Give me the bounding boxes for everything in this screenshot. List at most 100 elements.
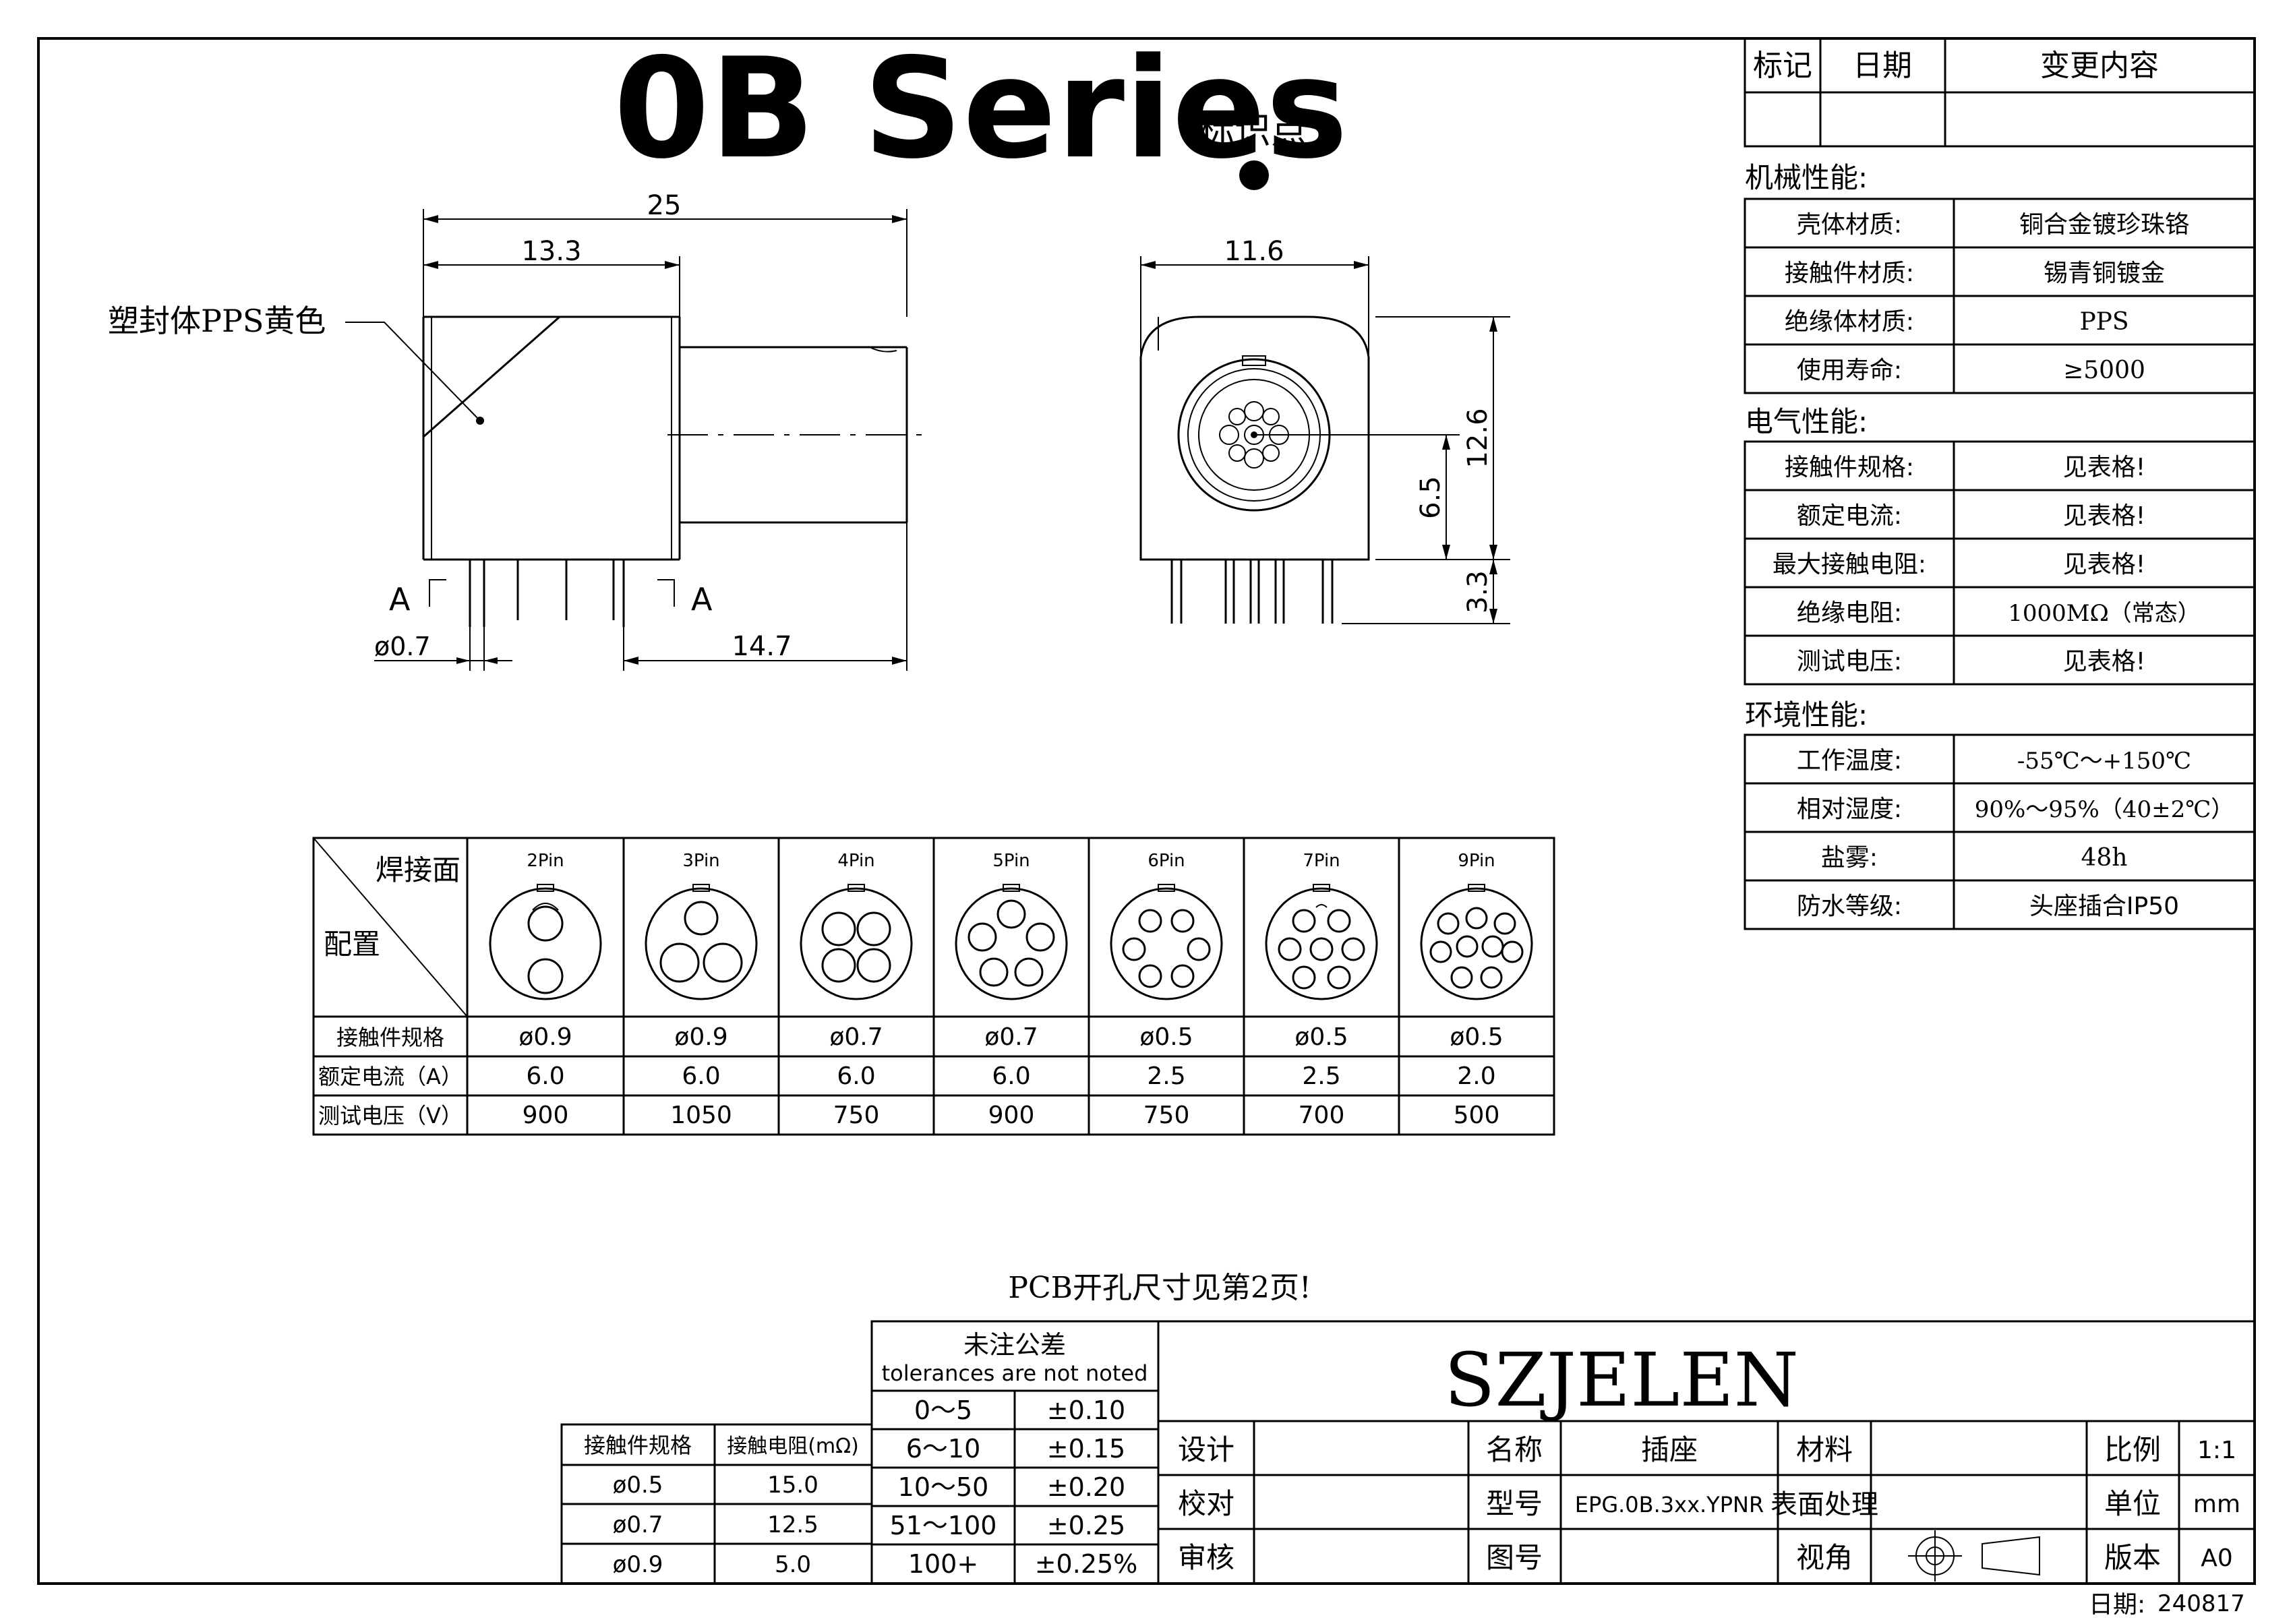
resistance-table: 接触件规格 接触电阻(mΩ) ø0.5 15.0 ø0.7 12.5 ø0.9 … [560, 1423, 873, 1585]
pin-row-label: 额定电流（A） [318, 1064, 463, 1089]
pin-cell: 2.5 [1147, 1062, 1185, 1090]
pin-cell: ø0.7 [984, 1023, 1038, 1051]
spec-value: 90%～95%（40±2℃） [1975, 796, 2234, 823]
front-view: 11.6 12.6 [1139, 236, 1510, 624]
pin-layout-5pin [955, 884, 1068, 1000]
tolerance-range: 51～100 [890, 1511, 997, 1540]
tolerance-value: ±0.25% [1035, 1549, 1138, 1579]
spec-value: -55℃～+150℃ [2017, 748, 2191, 775]
sheet-border [37, 37, 2256, 1585]
tolerance-value: ±0.10 [1047, 1395, 1125, 1425]
spec-value: ≥5000 [2063, 357, 2145, 384]
pin-cell: 6.0 [682, 1062, 720, 1090]
pcb-note: PCB开孔尺寸见第2页! [1008, 1271, 1311, 1305]
pin-count-header: 7Pin [1303, 851, 1340, 871]
view-label: 视角 [1796, 1541, 1853, 1574]
dim-pin-dia: ø0.7 [374, 632, 431, 661]
pin-layout-6pin [1110, 884, 1223, 1000]
spec-label: 最大接触电阻: [1773, 551, 1926, 578]
spec-value: 1000MΩ（常态） [2008, 600, 2201, 627]
company-name: SZJELEN [1444, 1337, 1799, 1423]
pin-cell: 6.0 [526, 1062, 564, 1090]
dim-front: 13.3 [521, 236, 581, 267]
spec-value: PPS [2079, 308, 2128, 336]
title-block: SZJELEN 设计 校对 审核 名称 插座 型号 EPG.0B.3xx.YPN… [1157, 1320, 2256, 1585]
pin-cell: 900 [988, 1102, 1035, 1129]
dim-total: 25 [647, 190, 682, 221]
version-label: 版本 [2104, 1541, 2161, 1574]
name-label: 名称 [1486, 1433, 1543, 1466]
dim-height: 12.6 [1462, 408, 1493, 468]
series-title: 0B Series [614, 29, 1348, 189]
dim-tail: 14.7 [732, 631, 792, 662]
pin-cell: ø0.5 [1139, 1023, 1193, 1051]
unit-value: mm [2193, 1491, 2240, 1518]
dim-pin: 3.3 [1462, 570, 1493, 613]
projection-symbol [1908, 1530, 2040, 1582]
section-right: A [691, 581, 713, 618]
pin-count-header: 5Pin [992, 851, 1030, 871]
pin-count-header: 4Pin [837, 851, 874, 871]
electrical-specs: 电气性能: 接触件规格: 见表格! 额定电流: 见表格! 最大接触电阻: 见表格… [1744, 405, 2256, 686]
model-label: 型号 [1486, 1487, 1543, 1520]
spec-label: 绝缘电阻: [1797, 599, 1902, 627]
spec-value: 见表格! [2063, 648, 2145, 675]
pin-layout-7pin [1265, 884, 1378, 1000]
side-view: 25 13.3 A A [108, 190, 924, 671]
tolerance-range: 10～50 [898, 1472, 989, 1502]
spec-label: 工作温度: [1797, 747, 1902, 775]
dim-width: 11.6 [1224, 236, 1284, 267]
pin-cell: 500 [1454, 1102, 1500, 1129]
spec-value: 见表格! [2063, 454, 2145, 481]
change-log-header-mark: 标记 [1753, 49, 1812, 83]
tolerance-value: ±0.15 [1047, 1434, 1125, 1464]
pin-cell: 750 [833, 1102, 880, 1129]
scale-label: 比例 [2104, 1433, 2161, 1466]
tolerance-range: 0～5 [914, 1395, 972, 1425]
pin-config-table: 焊接面 配置 2Pin 3Pin 4Pin 5Pin 6Pin 7Pin 9Pi… [312, 837, 1555, 1136]
spec-label: 测试电压: [1797, 648, 1902, 675]
spec-value: 见表格! [2063, 551, 2145, 578]
pin-table-corner-bottom: 配置 [324, 928, 380, 961]
date-label: 日期: [2089, 1591, 2145, 1619]
pin-cell: 6.0 [992, 1062, 1030, 1090]
spec-label: 接触件规格: [1785, 454, 1914, 481]
pin-count-header: 3Pin [682, 851, 719, 871]
resistance-cell: ø0.5 [613, 1472, 663, 1499]
pin-row-label: 接触件规格 [336, 1025, 444, 1050]
spec-label: 绝缘体材质: [1785, 308, 1914, 336]
marker-label: 标识点 [1198, 109, 1307, 152]
resistance-cell: 15.0 [767, 1472, 818, 1499]
spec-label: 壳体材质: [1797, 211, 1902, 239]
spec-label: 使用寿命: [1797, 357, 1902, 384]
pin-count-header: 2Pin [527, 851, 564, 871]
dim-center: 6.5 [1415, 476, 1446, 519]
pin-cell: ø0.5 [1450, 1023, 1503, 1051]
review-label: 审核 [1178, 1541, 1234, 1574]
pin-count-header: 6Pin [1148, 851, 1185, 871]
pin-cell: ø0.7 [829, 1023, 883, 1051]
tolerance-value: ±0.25 [1047, 1511, 1125, 1540]
pin-cell: 700 [1299, 1102, 1345, 1129]
pin-layout-4pin [800, 884, 913, 1000]
pin-row-label: 测试电压（V） [318, 1103, 463, 1129]
change-log-header-date: 日期 [1853, 49, 1912, 83]
spec-label: 防水等级: [1797, 893, 1902, 920]
check-label: 校对 [1178, 1487, 1234, 1520]
spec-value: 见表格! [2063, 502, 2145, 530]
tolerance-title-cn: 未注公差 [963, 1330, 1066, 1360]
pin-cell: 1050 [670, 1102, 732, 1129]
tolerance-title-en: tolerances are not noted [882, 1360, 1148, 1386]
change-log-header-content: 变更内容 [2040, 49, 2159, 83]
resistance-cell: ø0.9 [613, 1551, 663, 1578]
spec-section-title: 环境性能: [1745, 698, 1868, 731]
environmental-specs: 环境性能: 工作温度: -55℃～+150℃ 相对湿度: 90%～95%（40±… [1744, 698, 2256, 930]
pin-cell: 2.5 [1302, 1062, 1340, 1090]
pin-cell: 900 [523, 1102, 569, 1129]
pin-cell: ø0.9 [518, 1023, 572, 1051]
mechanical-specs: 机械性能: 壳体材质: 铜合金镀珍珠铬 接触件材质: 锡青铜镀金 绝缘体材质: … [1744, 161, 2256, 394]
date-value: 240817 [2157, 1590, 2245, 1617]
drawing-no-label: 图号 [1486, 1541, 1543, 1574]
spec-label: 额定电流: [1797, 502, 1902, 530]
